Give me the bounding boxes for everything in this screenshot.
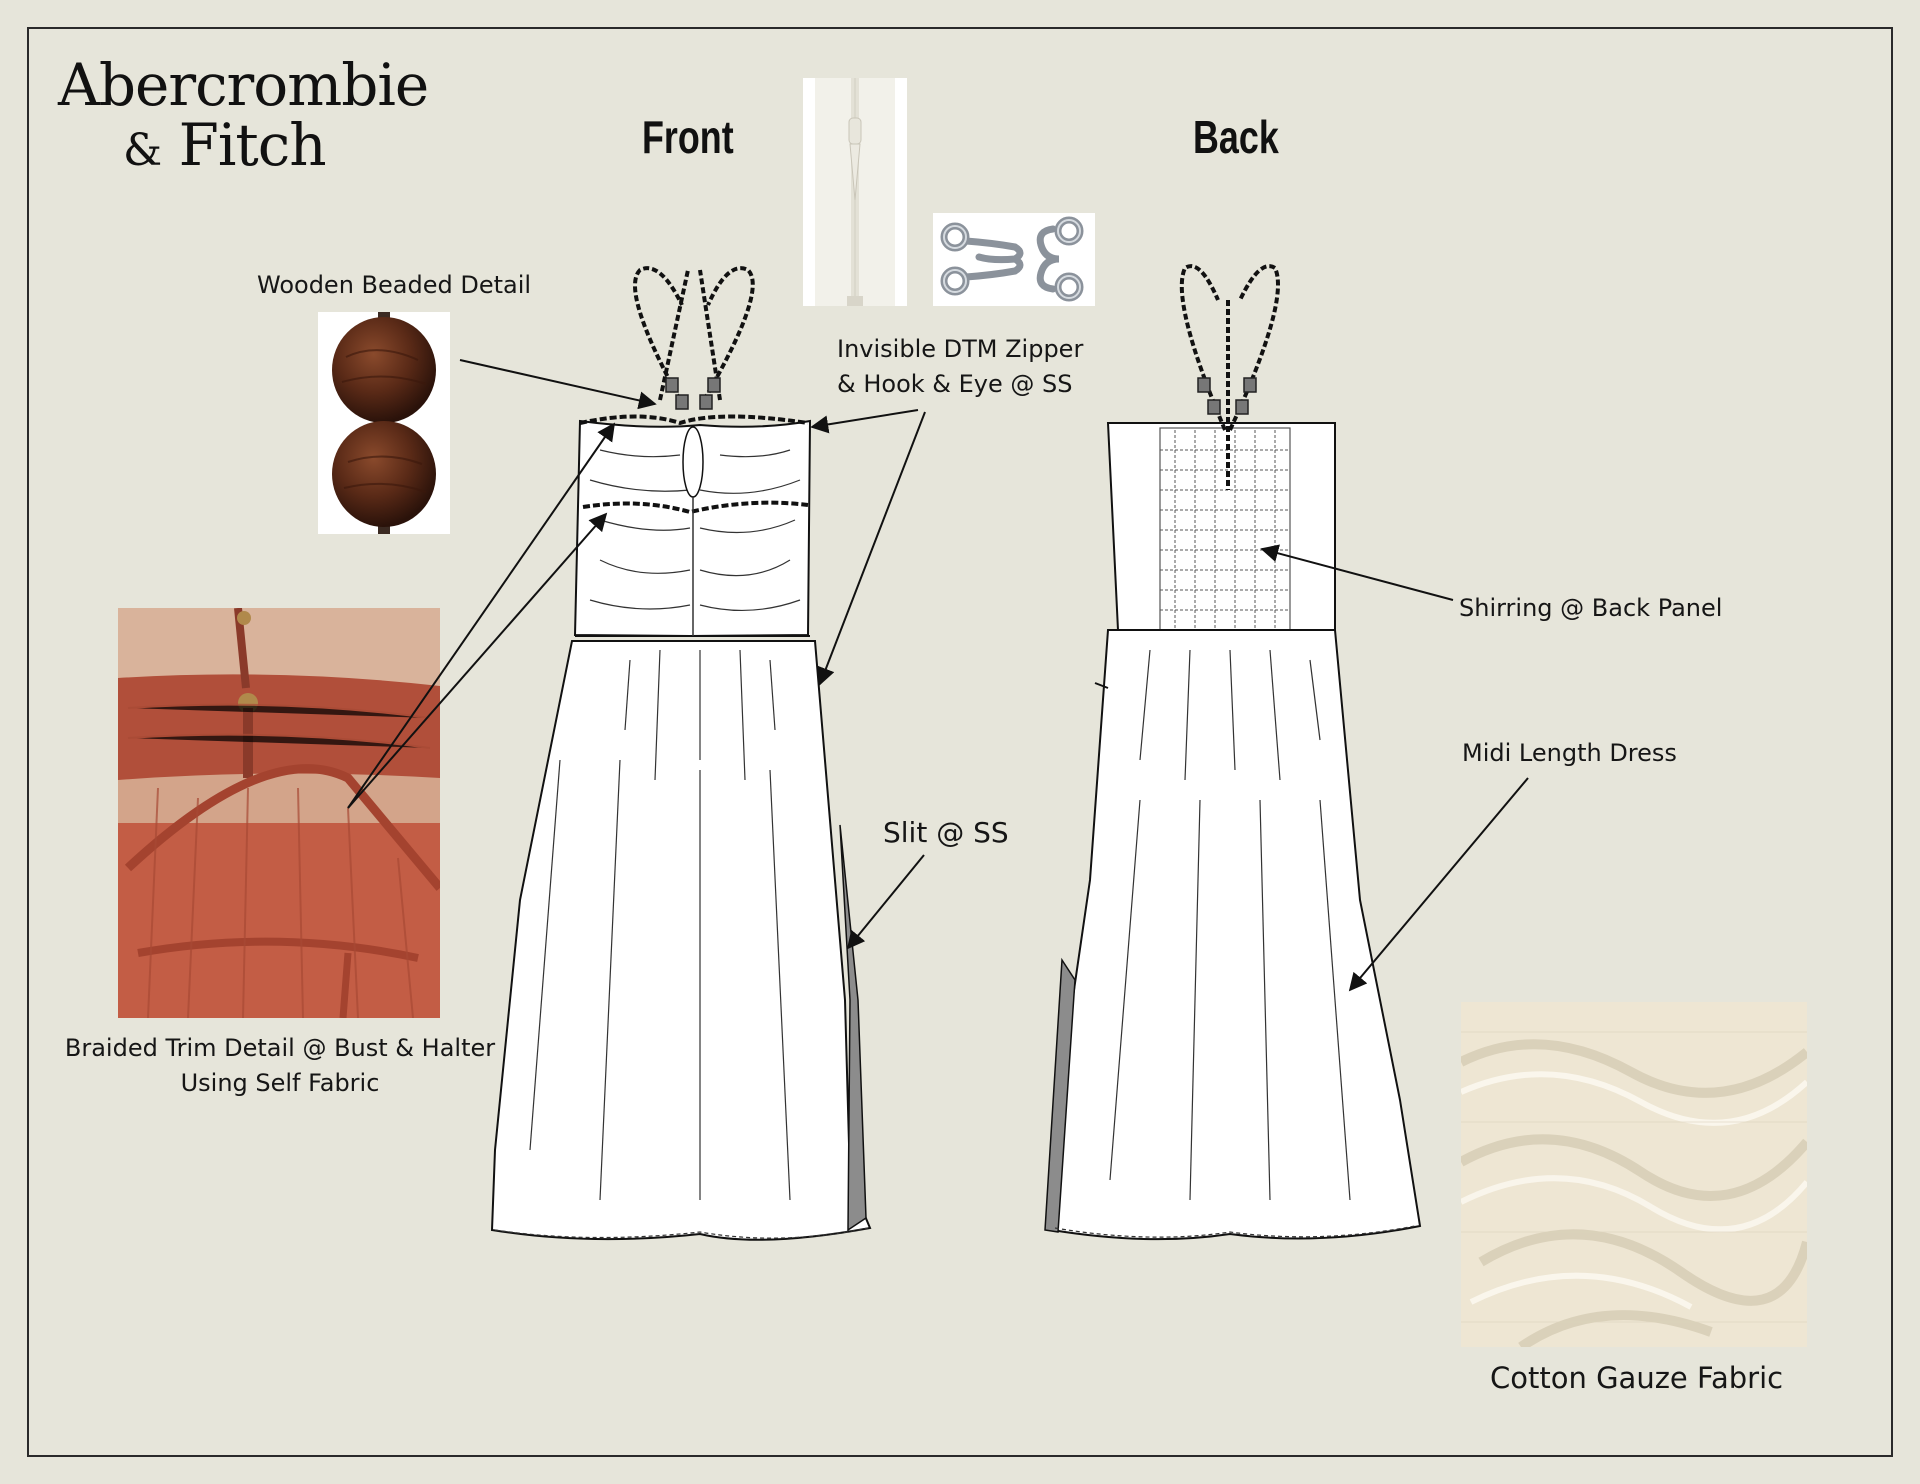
back-view-title: Back: [1193, 111, 1279, 163]
braided-trim-line-2: Using Self Fabric: [180, 1069, 380, 1097]
brand-line-2: Fitch: [178, 111, 327, 179]
brand-line-1: Abercrombie: [58, 51, 429, 119]
front-view-title: Front: [642, 111, 734, 163]
braided-trim-line-1: Braided Trim Detail @ Bust & Halter: [64, 1034, 496, 1062]
dress-photo-icon: [118, 608, 440, 1018]
bead-icon: [332, 312, 436, 534]
zipper-label-line-1: Invisible DTM Zipper: [837, 335, 1084, 363]
brand-ampersand: &: [123, 125, 162, 176]
back-dress-flat: [1044, 264, 1422, 1241]
hook-eye-icon: [940, 216, 1084, 302]
wooden-bead-swatch: [318, 312, 450, 534]
wooden-bead-label: Wooden Beaded Detail: [257, 271, 532, 299]
shirring-label: Shirring @ Back Panel: [1459, 594, 1723, 622]
braided-trim-label: Braided Trim Detail @ Bust & Halter Usin…: [40, 1031, 520, 1101]
midi-length-label: Midi Length Dress: [1462, 739, 1677, 767]
cotton-gauze-label: Cotton Gauze Fabric: [1490, 1361, 1784, 1395]
gauze-fabric-icon: [1461, 1002, 1807, 1347]
invisible-zipper-swatch: [803, 78, 907, 306]
page-frame: [27, 27, 1893, 1457]
front-dress-flat: [490, 266, 872, 1241]
zipper-icon: [815, 78, 895, 306]
hook-and-eye-swatch: [933, 213, 1095, 306]
cotton-gauze-swatch: [1461, 1002, 1807, 1347]
callout-arrows: [347, 359, 1529, 992]
terracotta-dress-photo: [118, 608, 440, 1018]
brand-logo: Abercrombie & Fitch: [58, 51, 429, 176]
slit-label: Slit @ SS: [883, 816, 1009, 849]
zipper-label-line-2: & Hook & Eye @ SS: [837, 370, 1073, 398]
